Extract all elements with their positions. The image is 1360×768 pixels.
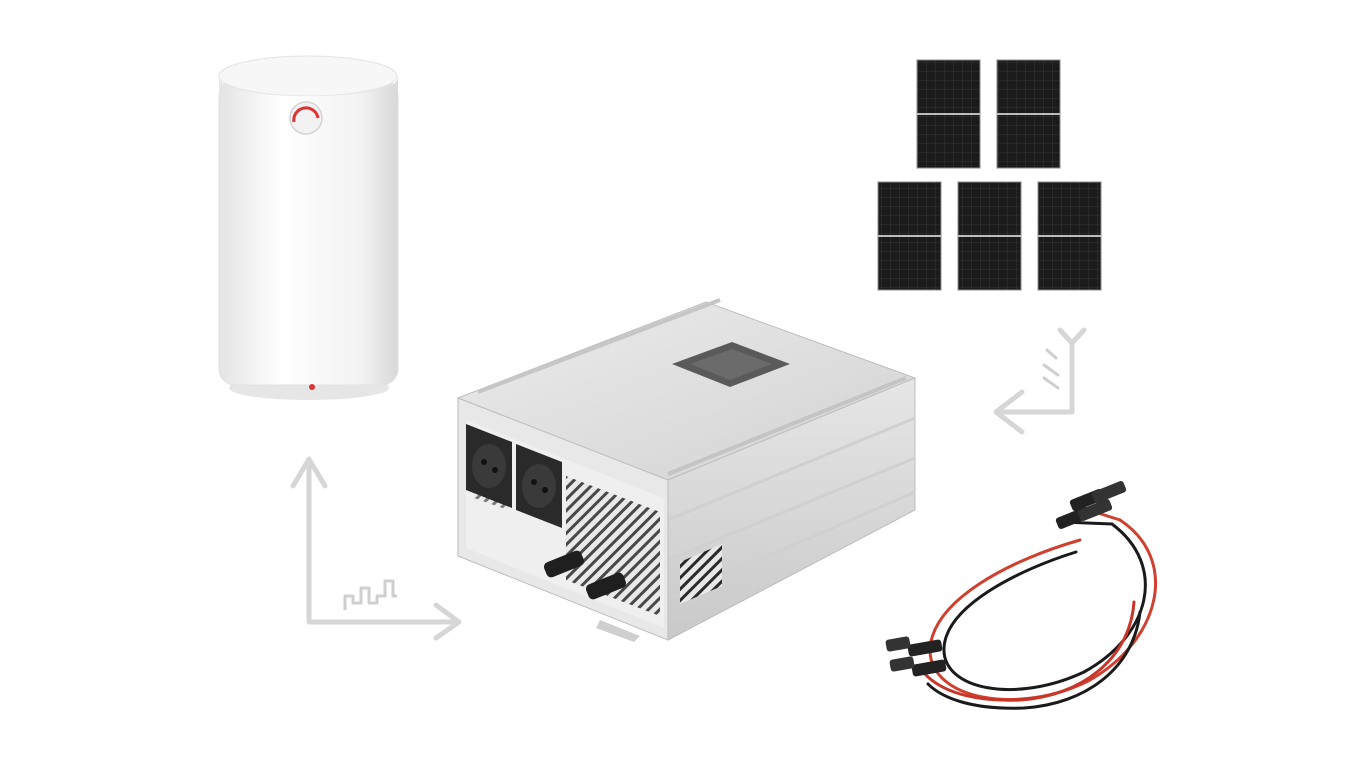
water-heater-icon [218,55,399,400]
mc4-connector-icon [885,636,947,677]
dc-symbol [1042,348,1060,390]
inverter-icon [456,298,917,642]
cable-icon [885,480,1157,710]
socket-icon [466,424,512,508]
solar-panel-icon [877,59,1102,291]
flow-arrow-panels-to-inverter [993,327,1087,435]
mc4-connector-icon [1055,480,1127,530]
connector-icon [543,550,627,600]
socket-icon [516,444,562,528]
flow-arrow-inverter-to-heater [290,456,462,641]
ac-square-wave-symbol [343,579,397,610]
